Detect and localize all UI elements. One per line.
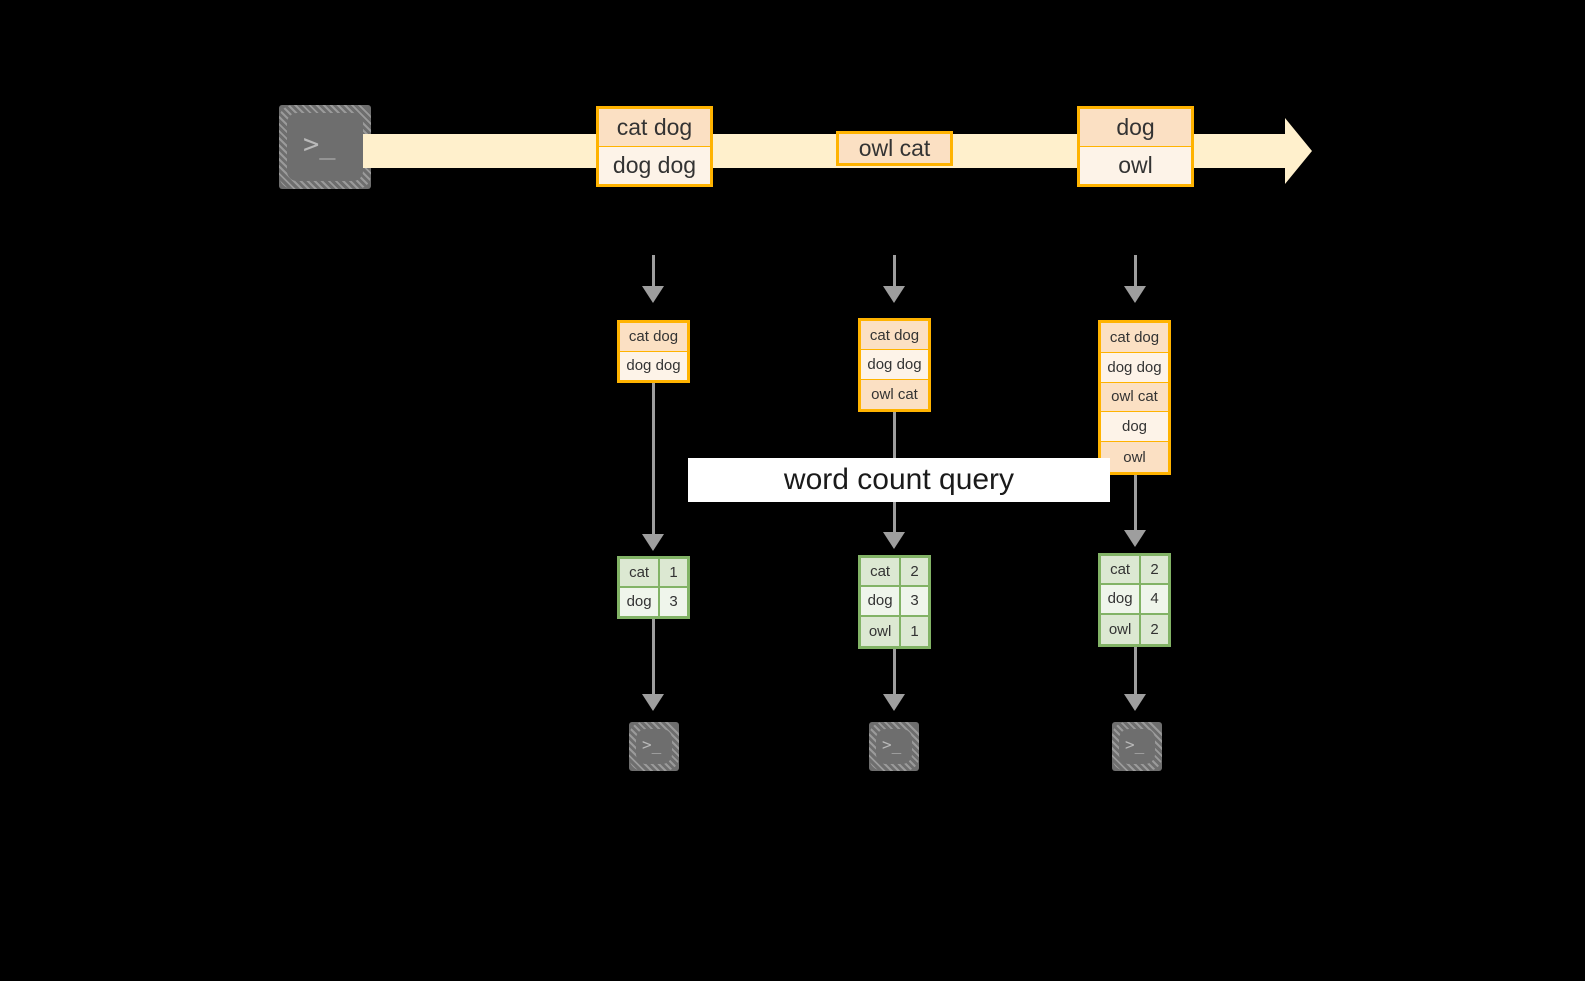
consumer-terminal-icon: >_ — [1103, 713, 1171, 780]
stream-record-row: dog — [1080, 109, 1191, 147]
result-count-cell: 3 — [901, 587, 928, 615]
terminal-prompt-glyph: >_ — [1125, 735, 1145, 754]
snapshot-query-connector — [652, 383, 655, 536]
snapshot-input-row: dog dog — [620, 351, 687, 380]
stream-record-row: owl cat — [839, 134, 950, 163]
terminal-body — [876, 729, 912, 764]
snapshot-input-table: cat dog dog dog owl cat — [858, 318, 931, 412]
result-count-cell: 4 — [1141, 585, 1168, 613]
result-count-cell: 1 — [901, 616, 928, 646]
producer-terminal-icon: >_ — [270, 96, 380, 198]
query-label-band: word count query — [688, 458, 1110, 502]
stream-tap-arrowhead — [642, 286, 664, 303]
snapshot-input-row: cat dog — [620, 323, 687, 352]
stream-record-group: owl cat — [836, 131, 953, 166]
result-key-cell: owl — [1101, 614, 1142, 644]
snapshot-input-row: dog — [1101, 412, 1168, 443]
snapshot-query-arrowhead — [642, 534, 664, 551]
result-key-cell: dog — [620, 587, 661, 616]
snapshot-input-table: cat dog dog dog — [617, 320, 690, 383]
snapshot-input-table: cat dog dog dog owl cat dog owl — [1098, 320, 1171, 475]
snapshot-output-connector — [893, 649, 896, 695]
stream-tap-connector — [893, 255, 896, 288]
result-key-cell: owl — [861, 616, 902, 646]
snapshot-input-row: cat dog — [861, 321, 928, 351]
snapshot-input-row: cat dog — [1101, 323, 1168, 353]
result-row: cat 2 — [1101, 556, 1168, 586]
snapshot-input-row: dog dog — [1101, 352, 1168, 383]
terminal-prompt-glyph: >_ — [642, 735, 662, 754]
consumer-terminal-icon: >_ — [860, 713, 928, 780]
result-count-cell: 2 — [901, 558, 928, 586]
query-label-text: word count query — [783, 463, 1015, 496]
stream-record-row: cat dog — [599, 109, 710, 147]
stream-tap-connector — [652, 255, 655, 288]
snapshot-query-arrowhead — [1124, 530, 1146, 547]
result-key-cell: cat — [1101, 556, 1142, 584]
snapshot-input-row: owl cat — [1101, 382, 1168, 413]
result-row: owl 2 — [1101, 614, 1168, 644]
terminal-body — [1119, 729, 1155, 764]
stream-record-row: owl — [1080, 146, 1191, 184]
result-row: owl 1 — [861, 616, 928, 646]
snapshot-input-row: dog dog — [861, 350, 928, 380]
result-count-cell: 2 — [1141, 556, 1168, 584]
stream-tap-arrowhead — [1124, 286, 1146, 303]
snapshot-result-table: cat 2 dog 4 owl 2 — [1098, 553, 1171, 647]
snapshot-result-table: cat 2 dog 3 owl 1 — [858, 555, 931, 649]
result-count-cell: 3 — [660, 587, 687, 616]
snapshot-output-arrowhead — [1124, 694, 1146, 711]
stream-record-row: dog dog — [599, 146, 710, 184]
snapshot-output-arrowhead — [883, 694, 905, 711]
result-row: cat 1 — [620, 559, 687, 588]
snapshot-input-row: owl — [1101, 442, 1168, 472]
result-row: dog 3 — [861, 587, 928, 617]
terminal-body — [287, 113, 363, 181]
result-count-cell: 1 — [660, 559, 687, 586]
result-row: cat 2 — [861, 558, 928, 588]
stream-tap-connector — [1134, 255, 1137, 288]
result-key-cell: cat — [620, 559, 661, 586]
consumer-terminal-icon: >_ — [620, 713, 688, 780]
snapshot-result-table: cat 1 dog 3 — [617, 556, 690, 619]
snapshot-output-arrowhead — [642, 694, 664, 711]
stream-record-group: cat dog dog dog — [596, 106, 713, 187]
result-count-cell: 2 — [1141, 614, 1168, 644]
snapshot-query-connector — [1134, 475, 1137, 532]
snapshot-input-row: owl cat — [861, 379, 928, 409]
terminal-body — [636, 729, 672, 764]
snapshot-output-connector — [652, 619, 655, 695]
stream-record-group: dog owl — [1077, 106, 1194, 187]
snapshot-output-connector — [1134, 647, 1137, 695]
result-key-cell: dog — [1101, 585, 1142, 613]
result-key-cell: dog — [861, 587, 902, 615]
snapshot-query-arrowhead — [883, 532, 905, 549]
result-row: dog 4 — [1101, 585, 1168, 615]
stream-tap-arrowhead — [883, 286, 905, 303]
terminal-prompt-glyph: >_ — [882, 735, 902, 754]
result-key-cell: cat — [861, 558, 902, 586]
terminal-prompt-glyph: >_ — [303, 129, 336, 160]
result-row: dog 3 — [620, 587, 687, 616]
